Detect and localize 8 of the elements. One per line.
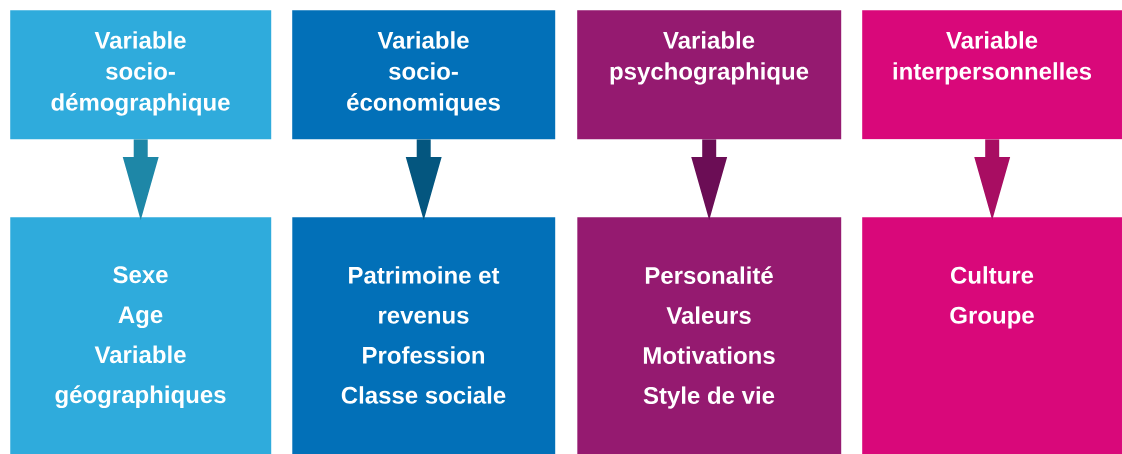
category-box: Variable socio-démographique <box>10 10 272 140</box>
category-box: Variable psychographique <box>577 10 842 140</box>
item-box: Culture Groupe <box>862 217 1122 454</box>
category-box: Variable interpersonnelles <box>862 10 1122 140</box>
item-box: Personalité Valeurs Motivations Style de vie <box>577 217 842 454</box>
item-box: Patrimoine et revenus Profession Classe sociale <box>292 217 556 454</box>
item-box: Sexe Age Variable géographiques <box>10 217 272 454</box>
category-box: Variable socio-économiques <box>292 10 556 140</box>
